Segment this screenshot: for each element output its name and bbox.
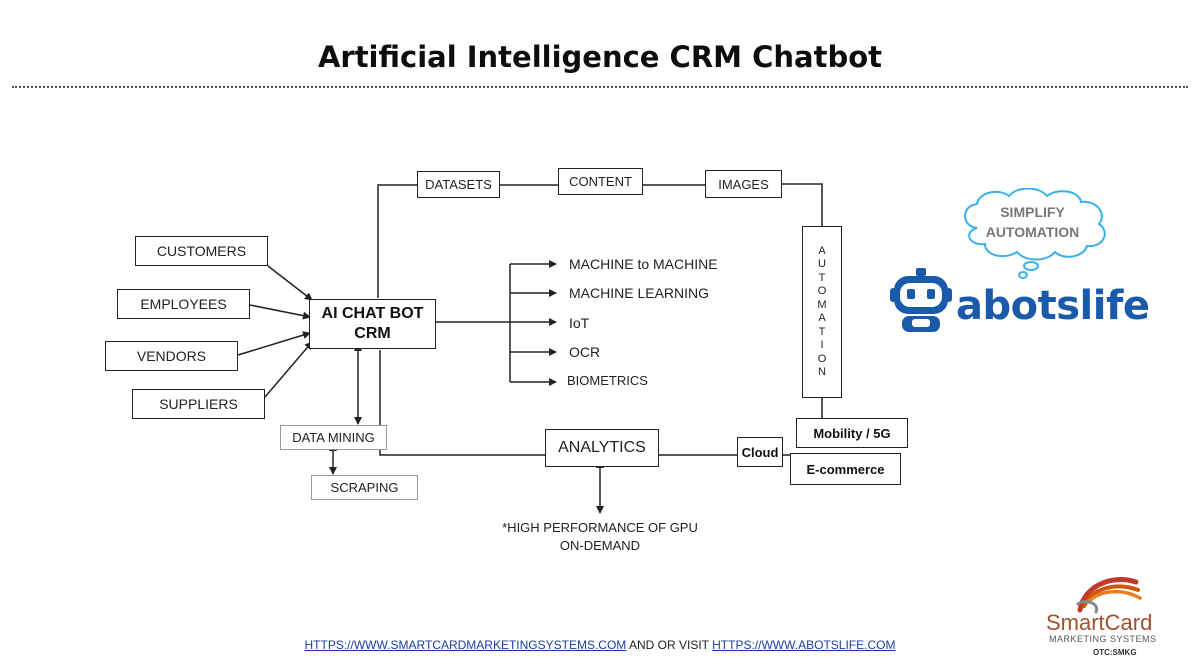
branch-biometrics: BIOMETRICS	[567, 373, 648, 388]
employees-box: EMPLOYEES	[117, 289, 250, 319]
branch-machine-to-machine: MACHINE to MACHINE	[569, 256, 718, 272]
thought-bubble: SIMPLIFY AUTOMATION	[955, 187, 1125, 280]
branch-ocr: OCR	[569, 344, 601, 360]
bubble-line1: SIMPLIFY	[1000, 204, 1065, 220]
analytics-box: ANALYTICS	[545, 429, 659, 467]
smartcard-link[interactable]: HTTPS://WWW.SMARTCARDMARKETINGSYSTEMS.CO…	[304, 638, 627, 652]
abotslife-link[interactable]: HTTPS://WWW.ABOTSLIFE.COM	[712, 638, 896, 652]
data-mining-box: DATA MINING	[280, 425, 387, 450]
automation-letter: O	[817, 285, 827, 297]
automation-letter: I	[820, 339, 824, 351]
smartcard-ticker: OTC:SMKG	[1093, 648, 1137, 657]
content-box: CONTENT	[558, 168, 643, 195]
wire-top-loop	[377, 184, 417, 298]
automation-letter: T	[818, 271, 826, 284]
smartcard-name: SmartCard	[1046, 610, 1153, 635]
wire-employees	[249, 304, 311, 320]
hub-line1: AI CHAT BOT	[321, 305, 424, 322]
suppliers-box: SUPPLIERS	[132, 389, 265, 419]
footer-middle: AND OR VISIT	[626, 638, 713, 652]
automation-letter: U	[818, 258, 826, 270]
cloud-box: Cloud	[737, 437, 783, 467]
footer: HTTPS://WWW.SMARTCARDMARKETINGSYSTEMS.CO…	[0, 638, 1200, 652]
automation-letter: T	[818, 325, 826, 338]
automation-letter: O	[817, 352, 827, 365]
vendors-box: VENDORS	[105, 341, 238, 371]
automation-letter: A	[818, 312, 826, 324]
wire-suppliers	[264, 341, 313, 398]
automation-letter: A	[818, 244, 826, 257]
ai-chatbot-crm-hub: AI CHAT BOT CRM	[309, 299, 436, 349]
branch-machine-learning: MACHINE LEARNING	[569, 285, 710, 301]
customers-box: CUSTOMERS	[135, 236, 268, 266]
mobility-5g-box: Mobility / 5G	[796, 418, 908, 448]
datasets-box: DATASETS	[417, 171, 500, 198]
hub-line2: CRM	[354, 325, 391, 342]
smartcard-logo-icon	[1076, 577, 1142, 614]
scraping-box: SCRAPING	[311, 475, 418, 500]
bubble-line2: AUTOMATION	[985, 224, 1080, 240]
automation-letter: N	[818, 366, 826, 378]
page-title: Artificial Intelligence CRM Chatbot	[317, 40, 883, 74]
robot-mascot-icon	[890, 268, 952, 332]
automation-letter: M	[817, 298, 827, 311]
title-divider	[12, 86, 1188, 88]
ecommerce-box: E-commerce	[790, 453, 901, 485]
thought-cloud-icon	[964, 187, 1106, 279]
branch-iot: IoT	[569, 315, 590, 331]
wire-customers	[267, 265, 313, 301]
images-box: IMAGES	[705, 170, 782, 198]
wire-vendors	[237, 331, 311, 356]
smartcard-subtitle: MARKETING SYSTEMS	[1049, 634, 1157, 644]
gpu-note: *HIGH PERFORMANCE OF GPU ON-DEMAND	[470, 519, 730, 555]
gpu-note-line1: *HIGH PERFORMANCE OF GPU	[502, 520, 698, 535]
gpu-note-line2: ON-DEMAND	[559, 538, 641, 553]
wire-bottom-loop	[379, 350, 545, 456]
brand-wordmark: abotslife	[956, 283, 1150, 329]
